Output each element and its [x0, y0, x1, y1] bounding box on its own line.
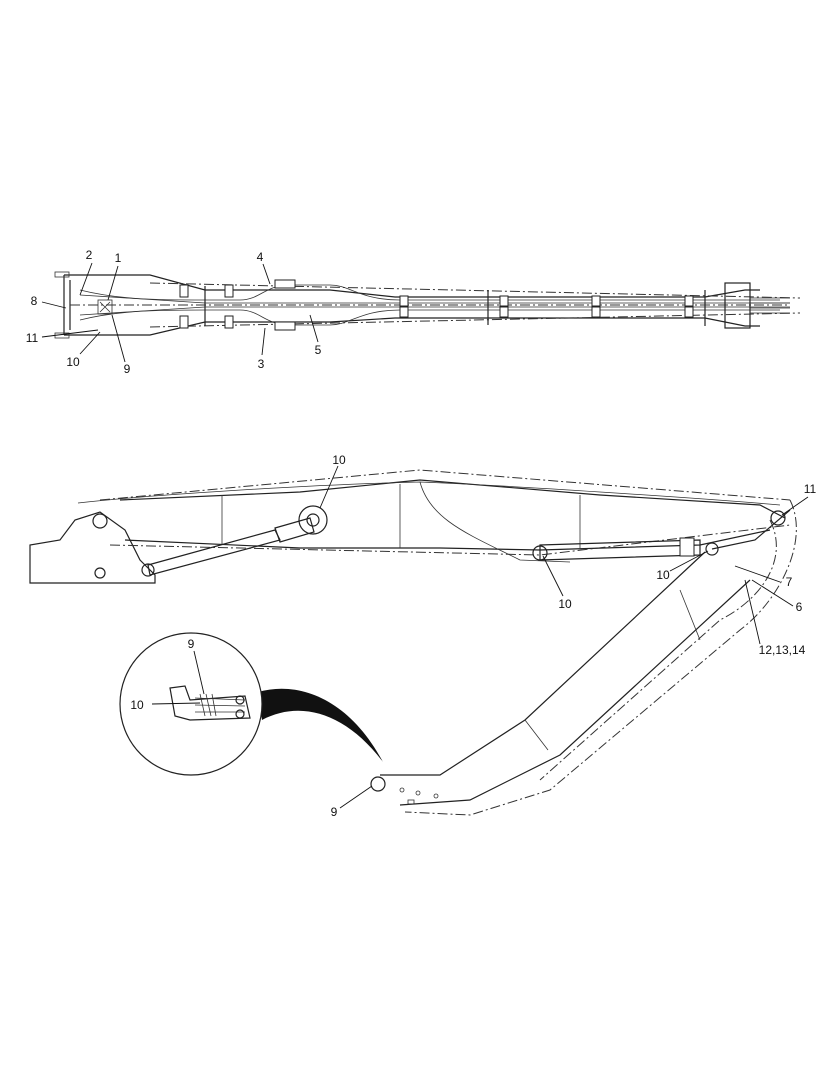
callout-10-side-right: 10	[656, 568, 670, 582]
callout-8: 8	[31, 294, 38, 308]
callout-9-top: 9	[124, 362, 131, 376]
callout-10-side-cyl: 10	[332, 453, 346, 467]
detail-magnifier	[119, 632, 383, 776]
callout-12-13-14: 12,13,14	[759, 643, 806, 657]
callout-11-side: 11	[804, 482, 817, 496]
top-view-boom	[54, 271, 801, 339]
callout-7: 7	[786, 575, 793, 589]
callout-5: 5	[315, 343, 322, 357]
callout-2: 2	[86, 248, 93, 262]
callout-11-top: 11	[26, 331, 39, 345]
callout-1: 1	[115, 251, 122, 265]
callout-4: 4	[257, 250, 264, 264]
callout-10-side-mid: 10	[558, 597, 572, 611]
top-view-leaders	[41, 262, 319, 363]
detail-leader-10	[151, 702, 201, 705]
magnifier-pointer	[258, 688, 383, 762]
detail-leader-9	[193, 650, 205, 695]
callout-9-side: 9	[331, 805, 338, 819]
callout-6: 6	[796, 600, 803, 614]
callout-3: 3	[258, 357, 265, 371]
callout-10-detail: 10	[130, 698, 144, 712]
callout-9-detail: 9	[188, 637, 195, 651]
side-view-boom	[29, 469, 797, 816]
side-view-leaders	[319, 465, 809, 809]
callout-10-top: 10	[66, 355, 80, 369]
